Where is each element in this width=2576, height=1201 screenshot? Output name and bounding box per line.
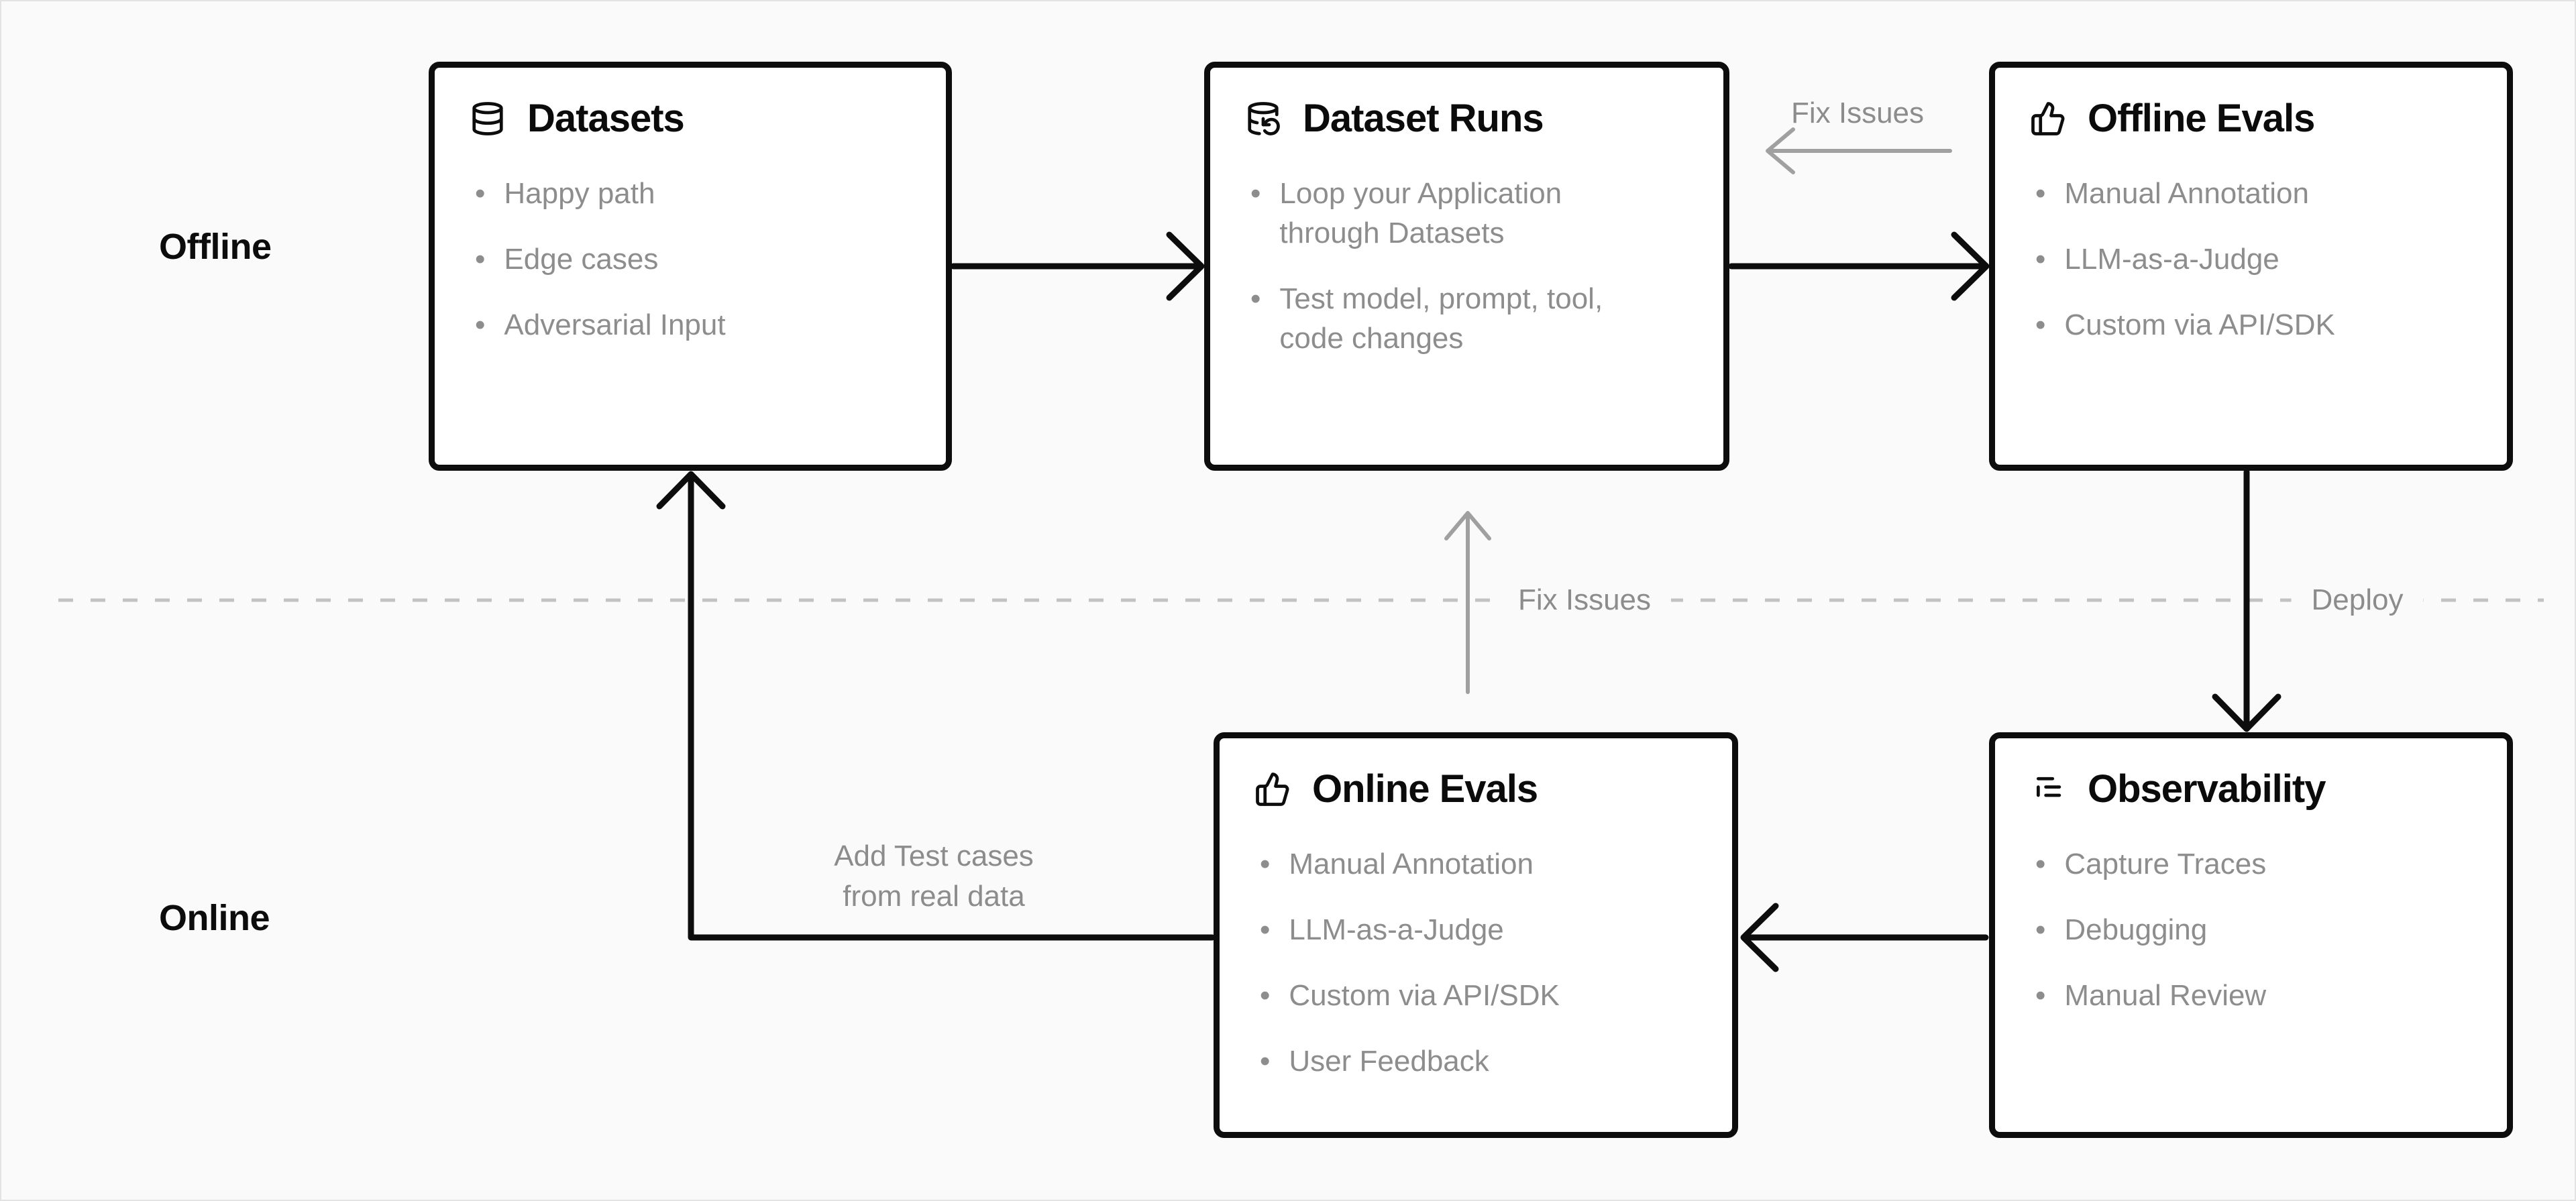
database-refresh-icon bbox=[1248, 102, 1280, 135]
bullet-dot: • bbox=[475, 177, 486, 210]
thumbs-up-icon bbox=[1256, 773, 1289, 806]
arrow-fix-issues-middle bbox=[1444, 511, 1491, 694]
arrow-deploy bbox=[2212, 469, 2282, 732]
add-test-cases-label: Add Test cases from real data bbox=[733, 836, 1135, 917]
bullet-dot: • bbox=[2035, 308, 2046, 341]
box-title: Observability bbox=[2088, 767, 2326, 811]
observability-item-list: •Capture Traces •Debugging •Manual Revie… bbox=[2030, 844, 2472, 1015]
box-title: Datasets bbox=[527, 97, 685, 140]
thumbs-up-icon bbox=[2031, 102, 2065, 135]
box-title: Offline Evals bbox=[2088, 97, 2315, 140]
bullet-dot: • bbox=[1260, 1045, 1271, 1078]
list-item: •Debugging bbox=[2035, 910, 2431, 950]
fix-issues-middle-label: Fix Issues bbox=[1497, 580, 1672, 620]
offline-evals-box-header: Offline Evals bbox=[2030, 97, 2472, 140]
list-item: •LLM-as-a-Judge bbox=[1260, 910, 1656, 950]
offline-evals-box: Offline Evals •Manual Annotation •LLM-as… bbox=[1989, 62, 2513, 471]
list-item: •LLM-as-a-Judge bbox=[2035, 239, 2431, 279]
list-item: •Loop your Application through Datasets bbox=[1250, 174, 1646, 253]
list-item: •Custom via API/SDK bbox=[1260, 976, 1656, 1015]
datasets-box-header: Datasets bbox=[470, 97, 911, 140]
box-title: Online Evals bbox=[1312, 767, 1538, 811]
bullet-dot: • bbox=[2035, 177, 2046, 210]
add-test-cases-line2: from real data bbox=[843, 880, 1025, 913]
list-item: •Edge cases bbox=[475, 239, 871, 279]
list-item: •User Feedback bbox=[1260, 1041, 1656, 1081]
online-section-label: Online bbox=[159, 898, 270, 938]
datasets-box: Datasets •Happy path •Edge cases •Advers… bbox=[429, 62, 952, 471]
list-item: •Happy path bbox=[475, 174, 871, 213]
arrow-datasets-to-dataset-runs bbox=[950, 231, 1205, 301]
list-item: •Manual Review bbox=[2035, 976, 2431, 1015]
bullet-dot: • bbox=[1250, 177, 1261, 210]
bullet-dot: • bbox=[2035, 979, 2046, 1012]
add-test-cases-line1: Add Test cases bbox=[834, 840, 1034, 872]
observability-box-header: Observability bbox=[2030, 768, 2472, 811]
list-item: •Custom via API/SDK bbox=[2035, 305, 2431, 345]
bullet-dot: • bbox=[1250, 282, 1261, 315]
fix-issues-top-label: Fix Issues bbox=[1790, 97, 1925, 129]
deploy-label: Deploy bbox=[2291, 580, 2424, 620]
bullet-dot: • bbox=[475, 243, 486, 276]
database-icon bbox=[472, 102, 503, 135]
offline-section-label: Offline bbox=[159, 227, 272, 267]
list-item: •Adversarial Input bbox=[475, 305, 871, 345]
dataset-runs-box-header: Dataset Runs bbox=[1245, 97, 1688, 140]
offline-evals-item-list: •Manual Annotation •LLM-as-a-Judge •Cust… bbox=[2030, 174, 2472, 345]
bullet-dot: • bbox=[1260, 848, 1271, 880]
bullet-dot: • bbox=[475, 308, 486, 341]
list-item: •Manual Annotation bbox=[2035, 174, 2431, 213]
arrow-dataset-runs-to-offline-evals bbox=[1728, 231, 1990, 301]
bullet-dot: • bbox=[2035, 243, 2046, 276]
box-title: Dataset Runs bbox=[1303, 97, 1544, 140]
list-item: •Manual Annotation bbox=[1260, 844, 1656, 884]
trace-list-icon bbox=[2037, 777, 2061, 797]
bullet-dot: • bbox=[2035, 848, 2046, 880]
arrow-observability-to-online-evals bbox=[1740, 903, 1989, 972]
dataset-runs-box: Dataset Runs •Loop your Application thro… bbox=[1204, 62, 1729, 471]
arrow-fix-issues-top bbox=[1766, 127, 1952, 174]
list-item: •Capture Traces bbox=[2035, 844, 2431, 884]
list-item: •Test model, prompt, tool, code changes bbox=[1250, 279, 1646, 358]
online-evals-box-header: Online Evals bbox=[1254, 768, 1697, 811]
online-evals-box: Online Evals •Manual Annotation •LLM-as-… bbox=[1214, 732, 1738, 1138]
bullet-dot: • bbox=[2035, 913, 2046, 946]
online-evals-item-list: •Manual Annotation •LLM-as-a-Judge •Cust… bbox=[1254, 844, 1697, 1081]
datasets-item-list: •Happy path •Edge cases •Adversarial Inp… bbox=[470, 174, 911, 345]
observability-box: Observability •Capture Traces •Debugging… bbox=[1989, 732, 2513, 1138]
dataset-runs-item-list: •Loop your Application through Datasets … bbox=[1245, 174, 1688, 358]
bullet-dot: • bbox=[1260, 913, 1271, 946]
bullet-dot: • bbox=[1260, 979, 1271, 1012]
